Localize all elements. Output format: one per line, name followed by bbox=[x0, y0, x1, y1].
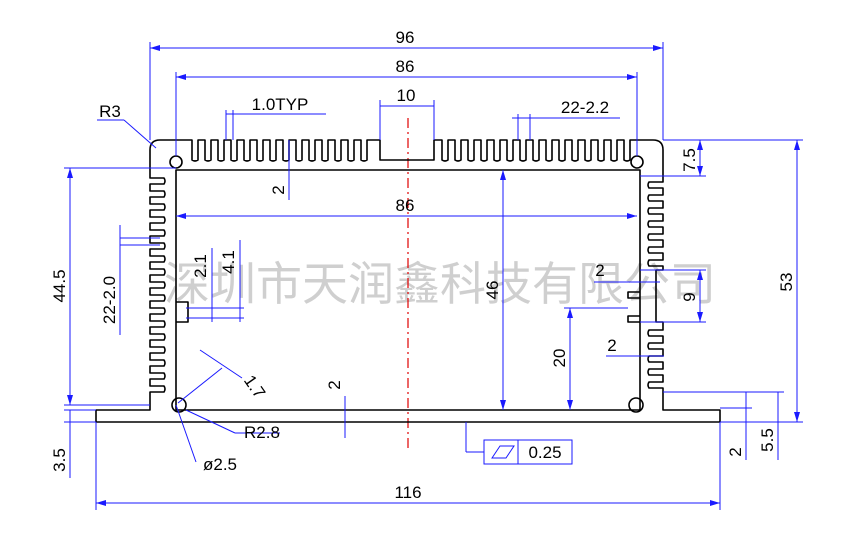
dim-bolt: 1.7 bbox=[240, 372, 269, 402]
dim-base-thickness: 3.5 bbox=[50, 448, 69, 472]
right-slot bbox=[627, 291, 640, 323]
dim-slot-b: 4.1 bbox=[219, 250, 238, 274]
dim-top-fin-depth: 2 bbox=[269, 185, 288, 194]
dim-side-fin-spec: 22-2.0 bbox=[100, 276, 119, 324]
left-slot bbox=[176, 301, 189, 323]
dim-right-rib-gap: 2 bbox=[607, 336, 616, 355]
dimension-lines bbox=[64, 42, 803, 510]
flatness-frame bbox=[483, 439, 573, 465]
flatness-symbol bbox=[491, 445, 515, 459]
dim-flatness: 0.25 bbox=[528, 443, 561, 462]
corner-hole-bl bbox=[171, 397, 187, 413]
dim-fin-spec-top: 22-2.2 bbox=[561, 98, 609, 117]
dim-fin-thickness: 1.0TYP bbox=[252, 95, 309, 114]
dim-inner-height: 46 bbox=[483, 281, 502, 300]
dim-overall-height: 53 bbox=[777, 273, 796, 292]
dim-rib-height: 20 bbox=[550, 349, 569, 368]
dim-side-height: 44.5 bbox=[50, 269, 69, 302]
corner-hole-br bbox=[628, 397, 644, 413]
dim-base-width: 116 bbox=[394, 483, 421, 502]
dim-inner-width-mid: 86 bbox=[396, 196, 415, 215]
dim-right-slot-gap: 2 bbox=[595, 261, 604, 280]
dim-top-offset: 7.5 bbox=[680, 148, 699, 172]
dim-slot-a: 2.1 bbox=[191, 254, 210, 278]
dim-inner-width-top: 86 bbox=[396, 57, 415, 76]
corner-hole-tl bbox=[169, 155, 183, 169]
company-watermark: 深圳市天润鑫科技有限公司 bbox=[164, 257, 716, 311]
dim-fillet: R2.8 bbox=[244, 423, 280, 442]
dim-overall-width: 96 bbox=[396, 28, 415, 47]
arrowheads bbox=[67, 45, 800, 506]
corner-hole-tr bbox=[630, 155, 644, 169]
dim-center-gap: 10 bbox=[397, 86, 416, 105]
dim-base-step: 2 bbox=[726, 447, 745, 456]
dim-right-slot-height: 9 bbox=[680, 292, 699, 301]
dim-hole-diameter: ø2.5 bbox=[203, 455, 237, 474]
dim-base-height: 5.5 bbox=[758, 428, 777, 452]
dim-bottom-gap: 2 bbox=[325, 380, 344, 389]
dim-corner-radius: R3 bbox=[99, 102, 121, 121]
